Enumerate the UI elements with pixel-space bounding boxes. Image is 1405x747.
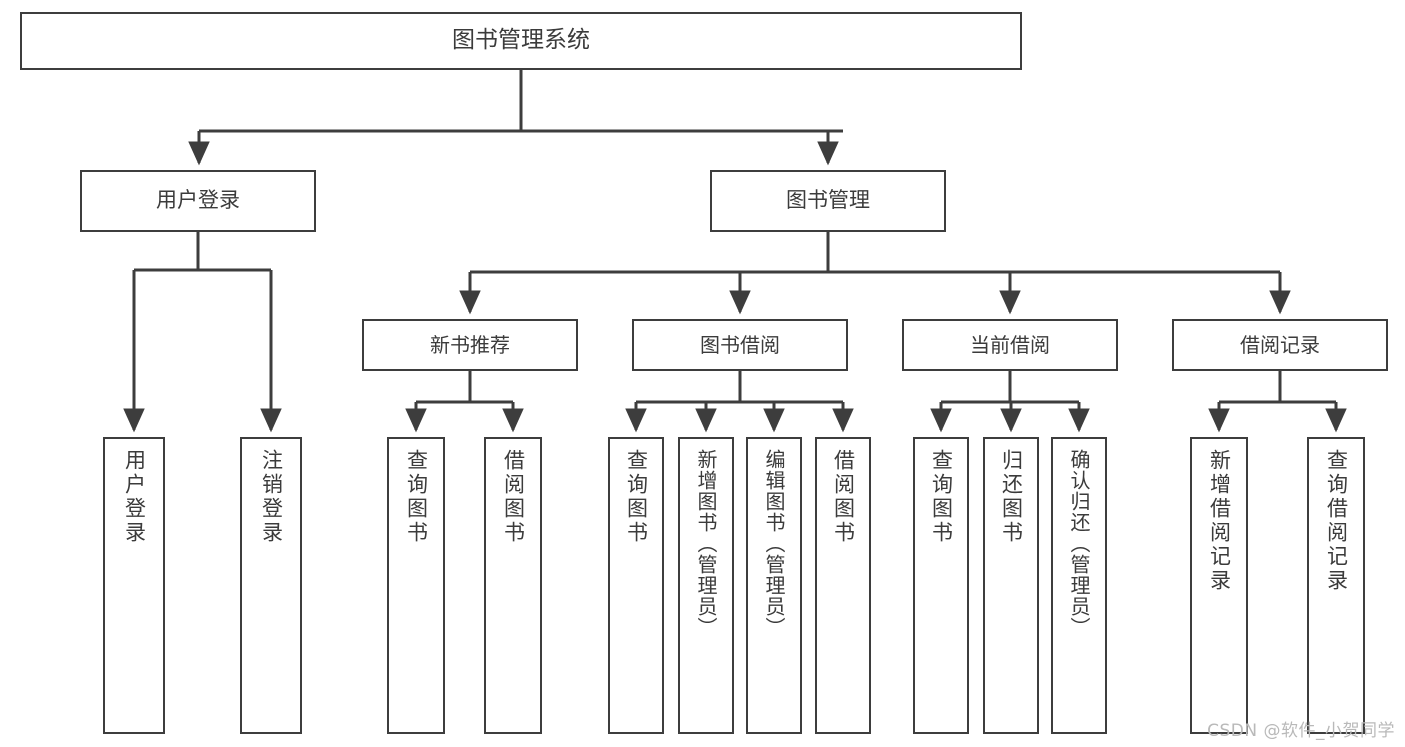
node-leaf-query-book-3-label: 查询图书 <box>929 449 954 545</box>
node-leaf-query-record-label: 查询借阅记录 <box>1324 449 1349 593</box>
watermark: CSDN @软件_小贺同学 <box>1207 721 1395 741</box>
node-leaf-query-book-2[interactable]: 查询图书 <box>608 437 664 734</box>
node-user-login-label: 用户登录 <box>156 188 240 213</box>
node-borrow-record[interactable]: 借阅记录 <box>1172 319 1388 371</box>
node-leaf-logout[interactable]: 注销登录 <box>240 437 302 734</box>
node-leaf-add-book-label: 新增图书（管理员） <box>694 449 718 638</box>
node-leaf-add-record-label: 新增借阅记录 <box>1207 449 1232 593</box>
node-current-borrow[interactable]: 当前借阅 <box>902 319 1118 371</box>
node-new-book-recommend[interactable]: 新书推荐 <box>362 319 578 371</box>
node-current-borrow-label: 当前借阅 <box>970 332 1050 357</box>
node-leaf-borrow-book-2[interactable]: 借阅图书 <box>815 437 871 734</box>
node-leaf-query-book-1-label: 查询图书 <box>404 449 429 545</box>
node-leaf-logout-label: 注销登录 <box>259 449 284 545</box>
node-leaf-return-book[interactable]: 归还图书 <box>983 437 1039 734</box>
node-leaf-borrow-book-2-label: 借阅图书 <box>831 449 856 545</box>
node-root[interactable]: 图书管理系统 <box>20 12 1022 70</box>
node-leaf-add-record[interactable]: 新增借阅记录 <box>1190 437 1248 734</box>
node-leaf-borrow-book-1-label: 借阅图书 <box>501 449 526 545</box>
node-leaf-edit-book-label: 编辑图书（管理员） <box>762 449 786 638</box>
node-leaf-query-book-3[interactable]: 查询图书 <box>913 437 969 734</box>
node-leaf-confirm-return[interactable]: 确认归还（管理员） <box>1051 437 1107 734</box>
node-leaf-edit-book[interactable]: 编辑图书（管理员） <box>746 437 802 734</box>
node-leaf-query-book-2-label: 查询图书 <box>624 449 649 545</box>
node-leaf-borrow-book-1[interactable]: 借阅图书 <box>484 437 542 734</box>
node-book-borrow[interactable]: 图书借阅 <box>632 319 848 371</box>
node-leaf-add-book[interactable]: 新增图书（管理员） <box>678 437 734 734</box>
node-user-login[interactable]: 用户登录 <box>80 170 316 232</box>
node-leaf-query-book-1[interactable]: 查询图书 <box>387 437 445 734</box>
node-book-management-label: 图书管理 <box>786 188 870 213</box>
node-book-management[interactable]: 图书管理 <box>710 170 946 232</box>
node-leaf-confirm-return-label: 确认归还（管理员） <box>1067 449 1091 638</box>
node-borrow-record-label: 借阅记录 <box>1240 332 1320 357</box>
node-leaf-user-login-label: 用户登录 <box>122 449 147 545</box>
node-leaf-query-record[interactable]: 查询借阅记录 <box>1307 437 1365 734</box>
node-book-borrow-label: 图书借阅 <box>700 332 780 357</box>
node-root-label: 图书管理系统 <box>452 27 590 54</box>
node-leaf-user-login[interactable]: 用户登录 <box>103 437 165 734</box>
node-new-book-recommend-label: 新书推荐 <box>430 332 510 357</box>
node-leaf-return-book-label: 归还图书 <box>999 449 1024 545</box>
